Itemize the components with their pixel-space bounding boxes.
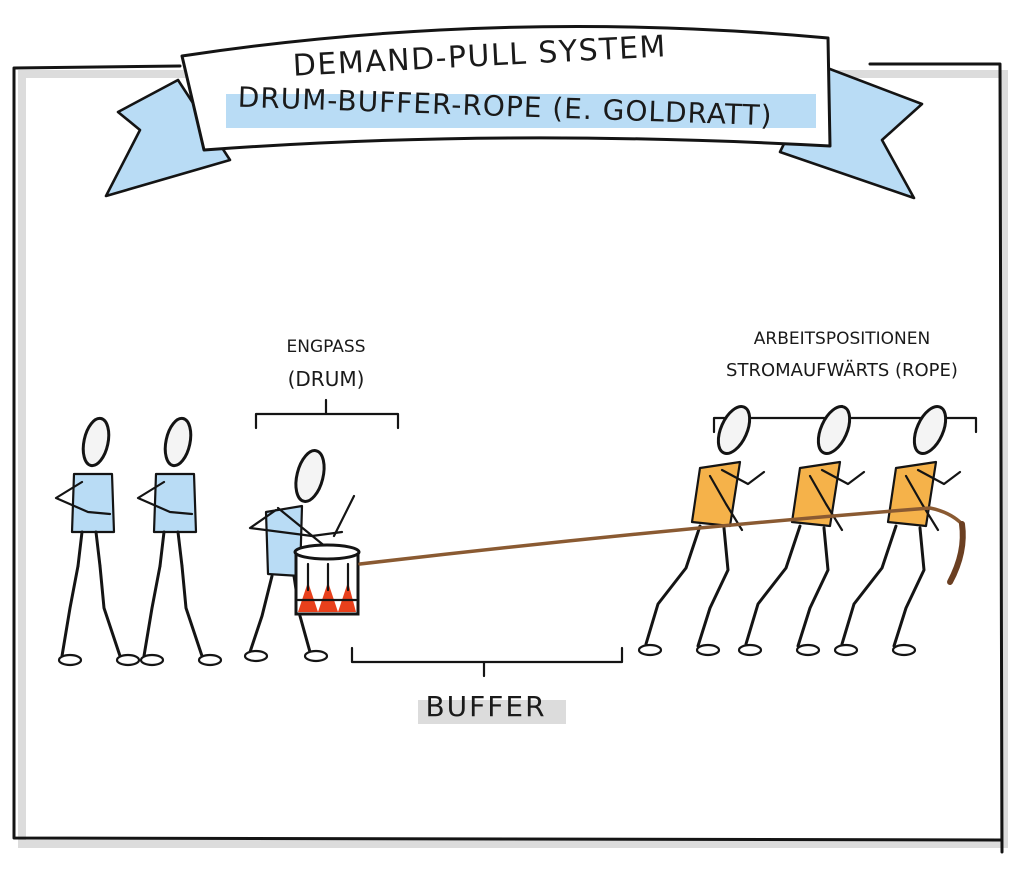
rope-label: Arbeitspositionen stromaufwärts (Rope) [726,329,958,381]
walker-1-shirt [72,474,114,532]
puller-1-shirt [692,462,740,526]
drum-icon [293,543,361,616]
puller-figure-2 [737,400,866,657]
rope-end [947,521,966,585]
walker-2-shirt [154,474,196,532]
drummer-shirt [266,506,302,576]
drum-red-pattern [298,582,356,612]
banner-highlight [226,94,816,128]
drummer-figure [243,449,356,663]
rope-label-line2: stromaufwärts (Rope) [726,360,958,381]
banner-ribbon: Demand-Pull System Drum-Buffer-Rope (E. … [104,24,924,200]
puller-figure-3 [833,400,962,657]
rope [358,506,964,566]
buffer-label: Buffer [425,690,546,723]
walker-figure-2 [136,414,223,667]
puller-2-shirt [792,462,840,526]
buffer-label-shadow [418,700,566,724]
drum-top [293,543,361,561]
drum-label-line1: Engpass [286,337,365,357]
buffer-bracket [350,646,624,678]
drum-bracket [254,398,400,430]
puller-figure-1 [637,400,766,657]
walker-figure-1 [54,414,141,667]
drum-label-line2: (Drum) [288,367,365,391]
frame [12,62,1004,854]
rope-label-line1: Arbeitspositionen [754,329,930,349]
drum-label: Engpass (Drum) [286,337,365,391]
